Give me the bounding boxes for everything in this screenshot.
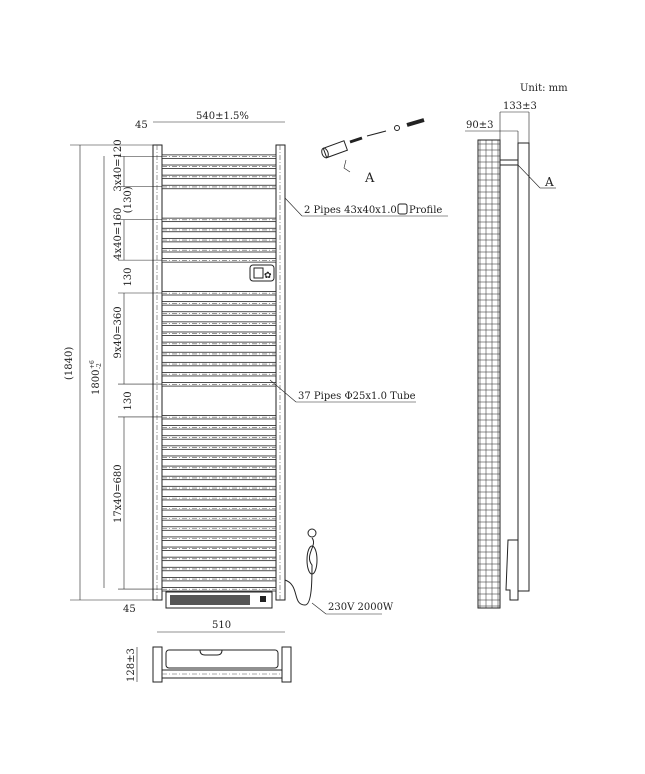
- pipes: [161, 154, 277, 592]
- profile-callout: 2 Pipes 43x40x1.0: [304, 205, 397, 216]
- top-offset-dimension: 45: [135, 120, 148, 131]
- left-rail: [152, 144, 163, 601]
- bottom-view: 510 128±3: [126, 620, 292, 683]
- plug-icon: [307, 528, 317, 538]
- front-view: ✿: [152, 144, 318, 609]
- power-cable: [284, 537, 314, 606]
- wall: [477, 139, 501, 609]
- svg-text:1800: 1800: [91, 370, 102, 395]
- bottom-offset-dimension: 45: [123, 604, 136, 615]
- display-icon: [253, 267, 264, 279]
- height-dimension: 1800 +6 -2: [89, 360, 103, 395]
- side-heater: [505, 539, 519, 601]
- svg-text:-2: -2: [96, 363, 103, 369]
- fan-icon: ✿: [264, 271, 272, 281]
- width-dimension: 540±1.5%: [196, 111, 249, 122]
- bottom-width-dimension: 510: [212, 620, 231, 631]
- bottom-left-rail: [152, 646, 163, 683]
- right-rail: [275, 144, 286, 601]
- pipe-group-dimension: 3x40=120: [113, 139, 124, 191]
- tube-callout: 37 Pipes Φ25x1.0 Tube: [298, 391, 416, 402]
- gap-dimension: 130: [123, 267, 134, 286]
- power-callout: 230V 2000W: [328, 602, 394, 613]
- detail-a-mounting-hardware: A: [321, 118, 425, 186]
- unit-label: Unit: mm: [520, 83, 568, 94]
- side-detail-ref: A: [544, 175, 554, 189]
- profile-callout-suffix: Profile: [409, 205, 442, 216]
- wall-gap-dimension: 90±3: [466, 120, 493, 131]
- bottom-right-rail: [281, 646, 292, 683]
- gap-dimension: (130): [123, 186, 134, 213]
- side-rail: [517, 142, 530, 592]
- gap-dimension: 130: [123, 391, 134, 410]
- heater-grille: [170, 595, 250, 605]
- pipe-group-dimension: 9x40=360: [113, 306, 124, 358]
- pipe-group-dimension: 4x40=160: [113, 208, 124, 260]
- control-panel: [249, 264, 275, 282]
- total-height-dimension: (1840): [64, 347, 75, 380]
- wall-bracket: [499, 159, 519, 166]
- detail-label: A: [364, 171, 375, 186]
- pipe-group-dimension: 17x40=680: [113, 464, 124, 523]
- side-depth-dimension: 133±3: [503, 101, 537, 112]
- bottom-depth-dimension: 128±3: [126, 648, 137, 682]
- side-view: 133±3 90±3 A: [465, 101, 556, 609]
- svg-text:+6: +6: [89, 360, 96, 369]
